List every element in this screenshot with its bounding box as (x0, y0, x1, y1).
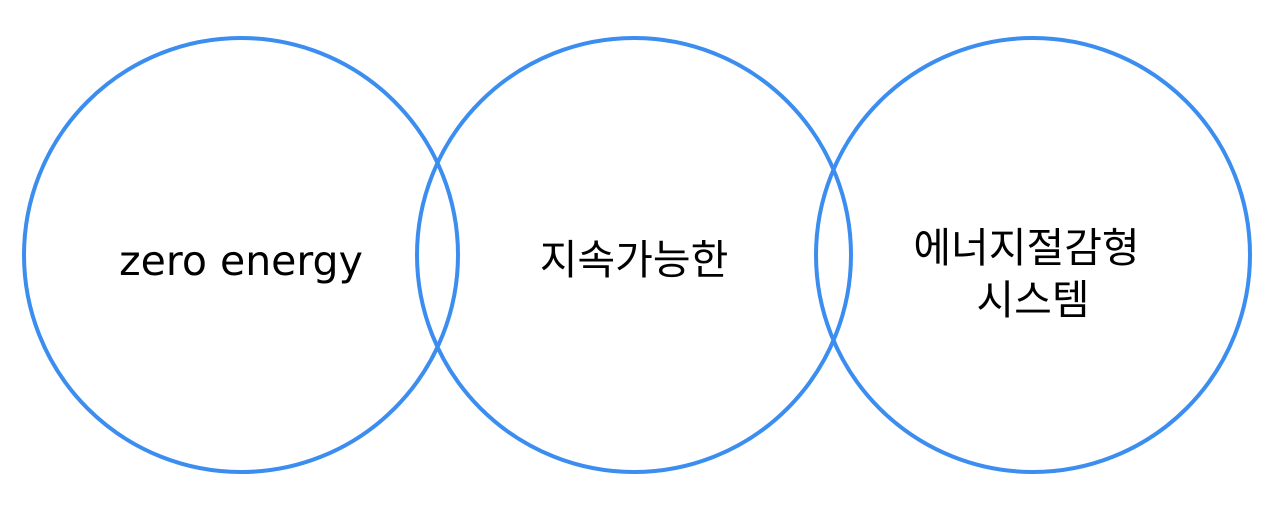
circle-1-label: zero energy (119, 237, 363, 285)
circle-1 (22, 36, 460, 474)
circle-3 (814, 36, 1252, 474)
circle-3-label: 에너지절감형 시스템 (913, 224, 1152, 324)
circle-group-2: 지속가능한 (415, 36, 853, 474)
circle-2-label: 지속가능한 (540, 236, 729, 284)
circle-group-1: zero energy (22, 36, 460, 474)
circle-group-3: 에너지절감형 시스템 (814, 36, 1252, 474)
circle-3-label-line-2: 시스템 (976, 276, 1089, 324)
circle-2-label-line-1: 지속가능한 (540, 236, 729, 284)
circle-2 (415, 36, 853, 474)
circle-1-label-line-1: zero energy (119, 237, 363, 285)
circle-3-label-line-1: 에너지절감형 (913, 224, 1139, 272)
